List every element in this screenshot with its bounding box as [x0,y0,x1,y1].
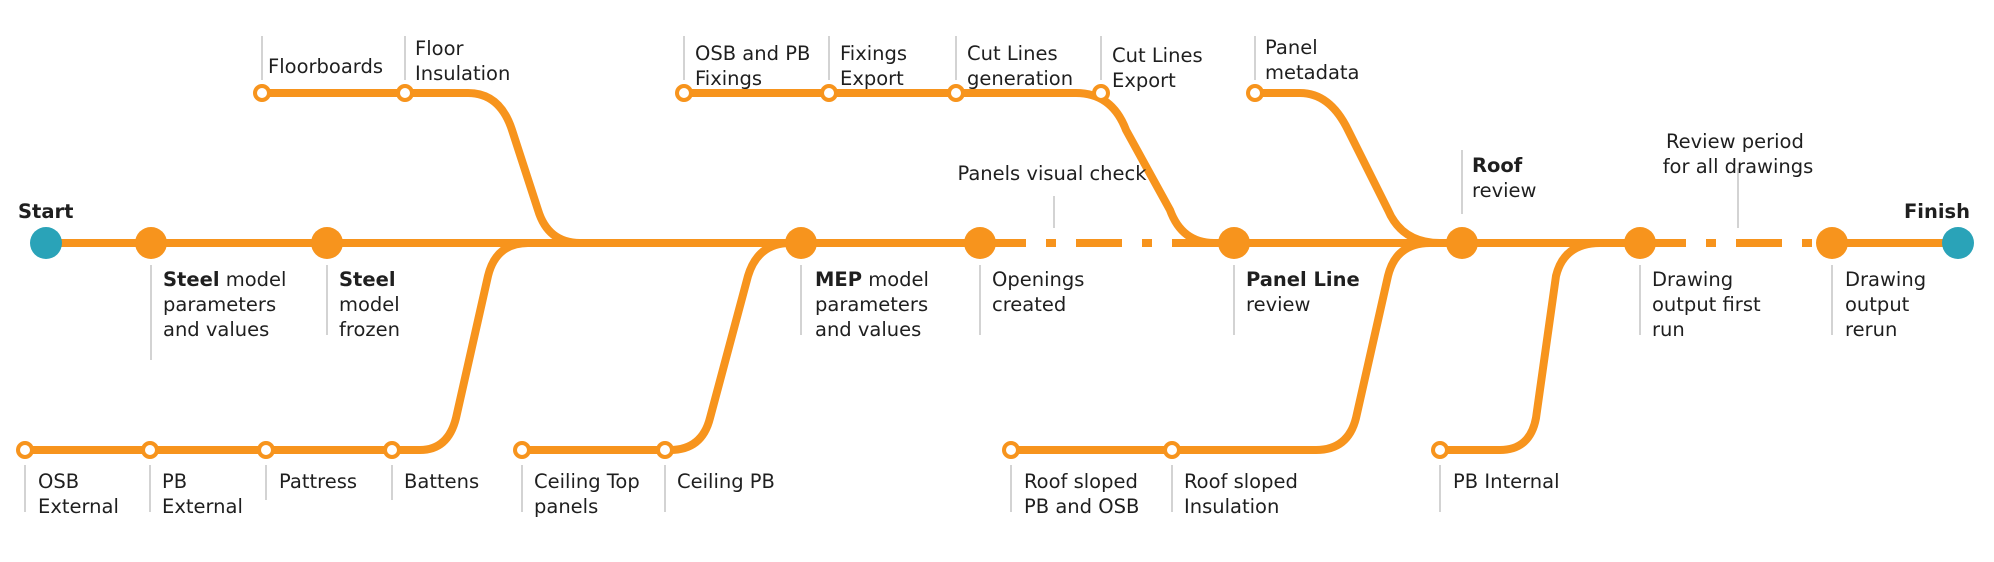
stop-battens[interactable] [383,441,401,459]
labels: Start Finish Steel model parameters and … [18,36,1970,518]
drawing-rerun-label: Drawing output rerun [1845,268,1932,341]
drawing-first-label: Drawing output first run [1652,268,1767,341]
floorboards-label: Floorboards [268,55,383,78]
stop-ceiling-top-panels[interactable] [513,441,531,459]
station-drawing-first[interactable] [1624,227,1656,259]
branch-fixings-cutlines [680,89,1236,247]
roof-review-label: Roof review [1472,154,1537,202]
panel-metadata-label: Panel metadata [1265,36,1360,84]
branch-external-walls [21,239,532,454]
cut-lines-generation-label: Cut Lines generation [967,42,1073,90]
stop-osb-pb-fixings[interactable] [675,84,693,102]
stop-panel-metadata[interactable] [1246,84,1264,102]
tracks [21,89,1962,454]
stop-roof-sloped-insulation[interactable] [1163,441,1181,459]
stop-cut-lines-generation[interactable] [947,84,965,102]
branch-roof-sloped [1006,239,1434,454]
station-mep[interactable] [785,227,817,259]
fixings-export-label: Fixings Export [840,42,913,90]
station-openings[interactable] [964,227,996,259]
osb-external-label: OSB External [38,470,119,518]
stop-floorboards[interactable] [253,84,271,102]
ceiling-top-panels-label: Ceiling Top panels [534,470,646,518]
roof-sloped-pb-osb-label: Roof sloped PB and OSB [1024,470,1144,518]
stations [16,84,1974,459]
station-panel-line[interactable] [1218,227,1250,259]
stop-floor-insulation[interactable] [396,84,414,102]
stop-fixings-export[interactable] [820,84,838,102]
stop-roof-sloped-pb-osb[interactable] [1002,441,1020,459]
stop-pattress[interactable] [257,441,275,459]
floor-insulation-label: Floor Insulation [415,37,510,85]
stop-osb-external[interactable] [16,441,34,459]
panel-line-label: Panel Line review [1246,268,1366,316]
leader-lines [24,36,1833,512]
pattress-label: Pattress [279,470,357,493]
steel-params-label: Steel model parameters and values [163,268,293,341]
pb-internal-label: PB Internal [1453,470,1560,493]
station-steel-params[interactable] [135,227,167,259]
start-terminal[interactable] [30,227,62,259]
finish-label: Finish [1904,200,1970,223]
panels-visual-check-label: Panels visual check [957,162,1147,185]
stop-pb-internal[interactable] [1431,441,1449,459]
branch-panel-metadata [1251,89,1444,247]
stop-pb-external[interactable] [141,441,159,459]
review-period-label: Review period for all drawings [1663,130,1814,178]
stop-cut-lines-export[interactable] [1092,84,1110,102]
branch-pb-internal [1436,239,1604,454]
osb-pb-fixings-label: OSB and PB Fixings [695,42,817,90]
openings-label: Openings created [992,268,1091,316]
finish-terminal[interactable] [1942,227,1974,259]
stop-ceiling-pb[interactable] [656,441,674,459]
ceiling-pb-label: Ceiling PB [677,470,775,493]
cut-lines-export-label: Cut Lines Export [1112,44,1209,92]
mep-label: MEP model parameters and values [815,268,935,341]
branch-ceiling [518,239,794,454]
branch-floor [258,89,584,247]
steel-frozen-label: Steel model frozen [339,268,406,341]
station-roof-review[interactable] [1446,227,1478,259]
start-label: Start [18,200,73,223]
station-drawing-rerun[interactable] [1816,227,1848,259]
pb-external-label: PB External [162,470,243,518]
station-steel-frozen[interactable] [311,227,343,259]
battens-label: Battens [404,470,479,493]
roof-sloped-insulation-label: Roof sloped Insulation [1184,470,1304,518]
